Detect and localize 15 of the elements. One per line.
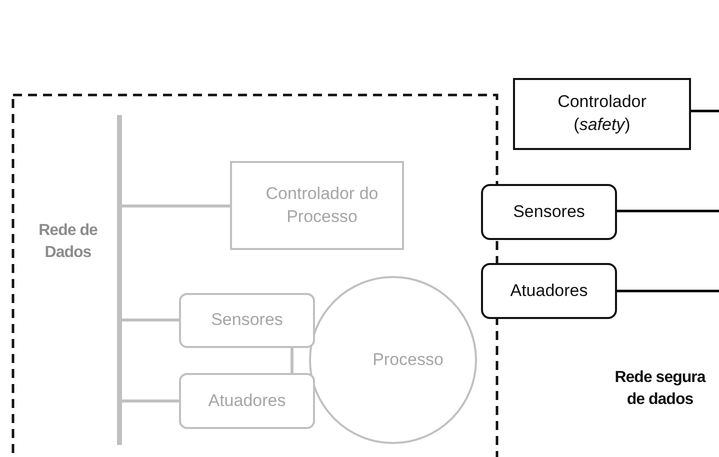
network-label: Rede segura de dados [614, 368, 707, 410]
connector-line [122, 204, 230, 208]
connector-line [290, 348, 294, 373]
controller-box: Controlador do Processo [230, 161, 404, 250]
connector-line [122, 400, 179, 402]
connector-line [691, 110, 719, 112]
connector-line [617, 210, 719, 212]
actuator-box: Atuadores [179, 373, 315, 429]
connector-line [122, 318, 179, 322]
sensor-box: Sensores [481, 184, 617, 240]
safety-controller-box: Controlador (safety) [513, 78, 691, 150]
network-label: Rede de Dados [38, 221, 98, 264]
connector-line [617, 290, 719, 292]
sensor-box: Sensores [179, 293, 315, 348]
actuator-box: Atuadores [481, 263, 617, 319]
